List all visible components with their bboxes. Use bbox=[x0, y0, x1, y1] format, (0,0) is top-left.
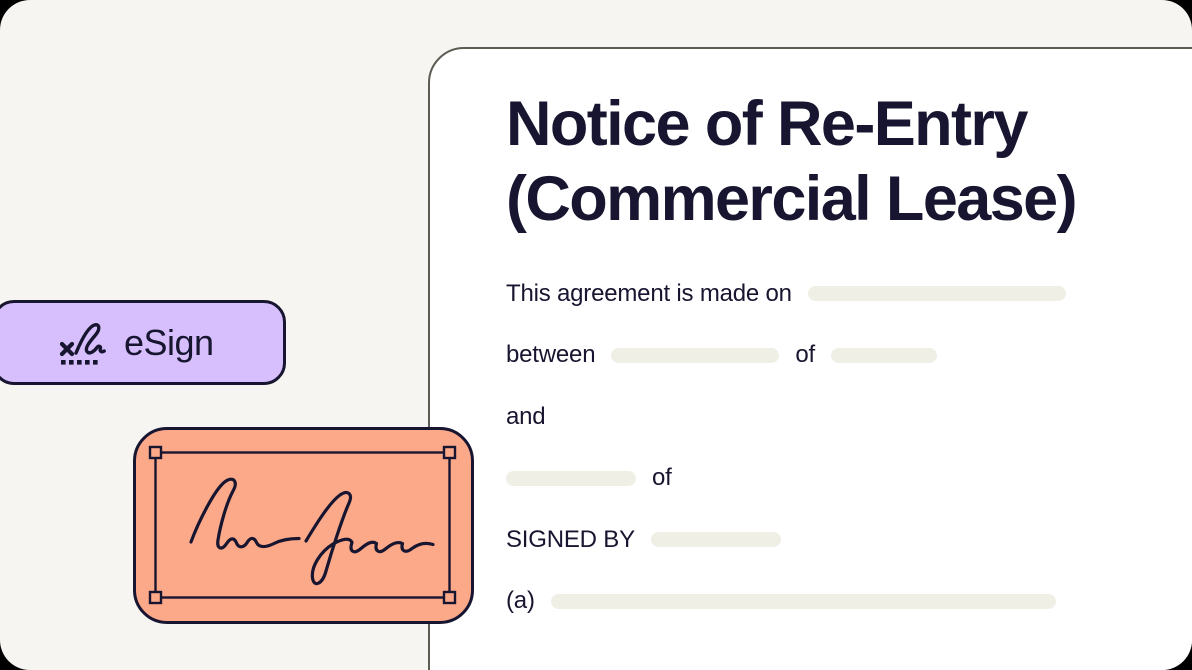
selection-handle-top-left[interactable] bbox=[148, 445, 163, 460]
placeholder-field[interactable] bbox=[807, 286, 1066, 302]
body-text: between bbox=[506, 341, 596, 369]
document-body-row: of bbox=[506, 448, 1192, 510]
document-title: Notice of Re-Entry (Commercial Lease) bbox=[506, 87, 1192, 237]
body-text: and bbox=[506, 402, 546, 430]
document-body-row: This agreement is made on bbox=[506, 263, 1192, 325]
document-body-row: and bbox=[506, 386, 1192, 448]
body-text: of bbox=[652, 464, 672, 492]
document-title-line2: (Commercial Lease) bbox=[506, 164, 1078, 234]
document-title-line1: Notice of Re-Entry bbox=[506, 89, 1028, 159]
document-body-row: between of bbox=[506, 325, 1192, 387]
esign-badge-label: eSign bbox=[124, 321, 214, 363]
document-body-row: SIGNED BY bbox=[506, 509, 1192, 571]
selection-handle-bottom-right[interactable] bbox=[442, 590, 457, 605]
body-text: of bbox=[795, 341, 815, 369]
placeholder-field[interactable] bbox=[506, 470, 636, 486]
signature-field[interactable] bbox=[133, 427, 474, 624]
body-text: This agreement is made on bbox=[506, 279, 792, 307]
handwritten-signature bbox=[189, 477, 435, 586]
signature-x-icon bbox=[55, 319, 107, 367]
body-text: SIGNED BY bbox=[506, 525, 635, 553]
placeholder-field[interactable] bbox=[650, 532, 781, 548]
placeholder-field[interactable] bbox=[611, 347, 780, 363]
selection-handle-bottom-left[interactable] bbox=[148, 590, 163, 605]
body-text: (a) bbox=[506, 587, 535, 615]
selection-handle-top-right[interactable] bbox=[442, 445, 457, 460]
signature-selection-box[interactable] bbox=[154, 451, 451, 599]
document-card: Notice of Re-Entry (Commercial Lease) Th… bbox=[428, 47, 1192, 670]
placeholder-field[interactable] bbox=[830, 347, 937, 363]
document-body-row: (a) bbox=[506, 571, 1192, 633]
esign-badge: eSign bbox=[0, 300, 286, 385]
placeholder-field[interactable] bbox=[550, 593, 1056, 609]
